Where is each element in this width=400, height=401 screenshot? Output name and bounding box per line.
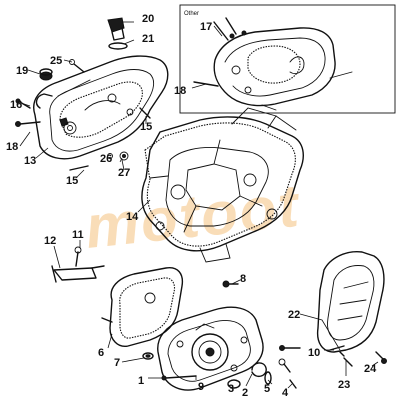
callout-5: 5 xyxy=(264,383,270,395)
callout-19: 19 xyxy=(16,65,28,77)
shift-lever-assembly xyxy=(51,246,105,283)
callout-22: 22 xyxy=(288,309,300,321)
callout-16: 16 xyxy=(10,99,22,111)
oil-level-window xyxy=(39,68,53,81)
callout-20: 20 xyxy=(142,13,154,25)
callout-8: 8 xyxy=(240,273,246,285)
callout-24: 24 xyxy=(364,363,377,375)
sprocket-cover xyxy=(316,251,387,367)
callout-25: 25 xyxy=(50,55,62,67)
callout-15-left: 15 xyxy=(66,175,78,187)
callout-2: 2 xyxy=(242,387,248,399)
callout-10: 10 xyxy=(308,347,320,359)
callout-27: 27 xyxy=(118,167,130,179)
callout-17: 17 xyxy=(200,21,212,33)
callout-15-mid: 15 xyxy=(140,121,152,133)
small-bolts-left xyxy=(15,59,151,171)
callout-14: 14 xyxy=(126,211,139,223)
callout-26: 26 xyxy=(100,153,112,165)
callout-23: 23 xyxy=(338,379,350,391)
callout-21: 21 xyxy=(142,33,154,45)
inset-panel: Other xyxy=(179,4,396,114)
callout-labels: 20 21 25 19 16 18 13 15 26 27 15 17 18 1… xyxy=(6,13,377,399)
oil-filler-cap xyxy=(107,17,128,50)
watermark: motoot xyxy=(82,172,304,261)
callout-18-inset: 18 xyxy=(174,85,186,97)
left-crankcase-cover xyxy=(33,55,169,160)
crankcase-block xyxy=(141,107,304,263)
lower-left-cover xyxy=(101,267,184,347)
callout-9: 9 xyxy=(198,381,204,393)
inset-label: Other xyxy=(184,11,199,17)
leader-lines xyxy=(19,21,379,389)
bottom-center-cover xyxy=(157,306,264,391)
callout-12: 12 xyxy=(44,235,56,247)
callout-1: 1 xyxy=(138,375,144,387)
callout-7: 7 xyxy=(114,357,120,369)
callout-4: 4 xyxy=(282,387,289,399)
callout-3: 3 xyxy=(228,383,234,395)
callout-6: 6 xyxy=(98,347,104,359)
callout-13: 13 xyxy=(24,155,36,167)
callout-18-left: 18 xyxy=(6,141,18,153)
callout-11: 11 xyxy=(72,229,84,241)
